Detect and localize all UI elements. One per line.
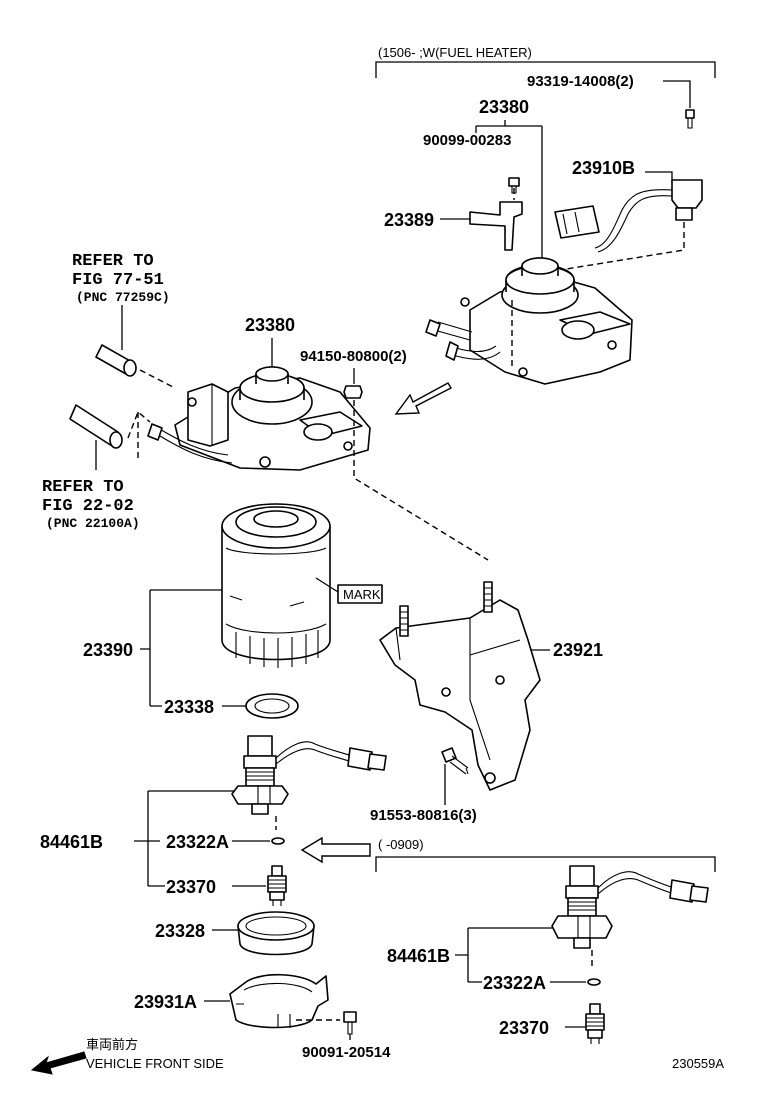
screw-93319: 93319-14008(2): [527, 73, 695, 129]
part-number-23322a[interactable]: 23322A: [166, 832, 229, 852]
drain-plug-23370: 23370: [166, 865, 287, 906]
fuel-filter-23390: 23390: [83, 503, 331, 707]
early-variant-date-note: ( -0909): [378, 837, 424, 852]
filter-head-upper: [425, 257, 633, 385]
part-number-23380-upper[interactable]: 23380: [479, 97, 529, 117]
part-number-23390[interactable]: 23390: [83, 640, 133, 660]
vehicle-front-japanese: 車両前方: [86, 1037, 138, 1052]
o-ring-23322a: 23322A: [166, 832, 285, 852]
refer-upper-line1: REFER TO: [72, 252, 154, 271]
screw-90099: 90099-00283: [423, 132, 520, 194]
refer-note-upper: REFER TO FIG 77-51 (PNC 77259C): [72, 252, 170, 350]
gasket-23338: 23338: [164, 693, 299, 719]
refer-lower-line3: (PNC 22100A): [46, 516, 140, 531]
cup-23328: 23328: [155, 911, 315, 956]
part-number-23389[interactable]: 23389: [384, 210, 434, 230]
o-ring-23322a-alt: 23322A: [483, 973, 601, 993]
part-number-93319-14008[interactable]: 93319-14008(2): [527, 73, 634, 90]
part-number-90091-20514[interactable]: 90091-20514: [302, 1044, 391, 1061]
part-number-23910b[interactable]: 23910B: [572, 158, 635, 178]
assembly-direction-arrow: [394, 382, 452, 415]
variant-pointer-arrow: [300, 836, 371, 864]
part-number-23931a[interactable]: 23931A: [134, 992, 197, 1012]
refer-lower-line2[interactable]: FIG 22-02: [42, 497, 134, 516]
water-sensor-84461b: 84461B: [40, 735, 387, 887]
water-sensor-84461b-alt: 84461B: [387, 865, 709, 983]
refer-note-lower: REFER TO FIG 22-02 (PNC 22100A): [42, 440, 140, 531]
part-number-84461b[interactable]: 84461B: [40, 832, 103, 852]
illustration-id: 230559A: [672, 1056, 724, 1071]
refer-upper-line2[interactable]: FIG 77-51: [72, 271, 164, 290]
bolt-91553: 91553-80816(3): [370, 747, 477, 824]
clamp-23931a: 23931A: [134, 973, 340, 1029]
part-number-23370-alt[interactable]: 23370: [499, 1018, 549, 1038]
bracket-23921: 23921: [379, 581, 603, 791]
fuel-heater-date-note: (1506- ;W(FUEL HEATER): [378, 45, 532, 60]
part-number-23380[interactable]: 23380: [245, 315, 295, 335]
part-number-94150-80800[interactable]: 94150-80800(2): [300, 348, 407, 365]
vehicle-front-arrow-icon: [30, 1051, 87, 1075]
early-variant-group: ( -0909): [375, 837, 716, 872]
mark-callout: MARK: [315, 577, 383, 604]
fuel-hose-upper: [95, 344, 176, 389]
part-number-23322a-alt[interactable]: 23322A: [483, 973, 546, 993]
bolt-90091: 90091-20514: [302, 1011, 391, 1061]
fuel-heater-23910b: 23910B: [554, 158, 703, 271]
label-23380-upper: 23380: [475, 97, 543, 275]
part-number-90099-00283[interactable]: 90099-00283: [423, 132, 511, 149]
bracket-23389: 23389: [384, 188, 523, 251]
drain-plug-23370-alt: 23370: [499, 1003, 605, 1044]
refer-lower-line1: REFER TO: [42, 478, 124, 497]
fuel-heater-variant-group: (1506- ;W(FUEL HEATER): [375, 45, 716, 78]
part-number-91553-80816[interactable]: 91553-80816(3): [370, 807, 477, 824]
part-number-23328[interactable]: 23328: [155, 921, 205, 941]
vehicle-front-indicator: 車両前方 VEHICLE FRONT SIDE: [30, 1037, 224, 1075]
nut-94150: 94150-80800(2): [300, 348, 489, 561]
mark-label: MARK: [343, 587, 381, 602]
part-number-23921[interactable]: 23921: [553, 640, 603, 660]
part-number-84461b-alt[interactable]: 84461B: [387, 946, 450, 966]
part-number-23338[interactable]: 23338: [164, 697, 214, 717]
vehicle-front-english: VEHICLE FRONT SIDE: [86, 1056, 224, 1071]
refer-upper-line3: (PNC 77259C): [76, 290, 170, 305]
fuel-hose-lower: [69, 404, 151, 460]
part-number-23370[interactable]: 23370: [166, 877, 216, 897]
filter-head-23380: 23380: [147, 315, 371, 471]
